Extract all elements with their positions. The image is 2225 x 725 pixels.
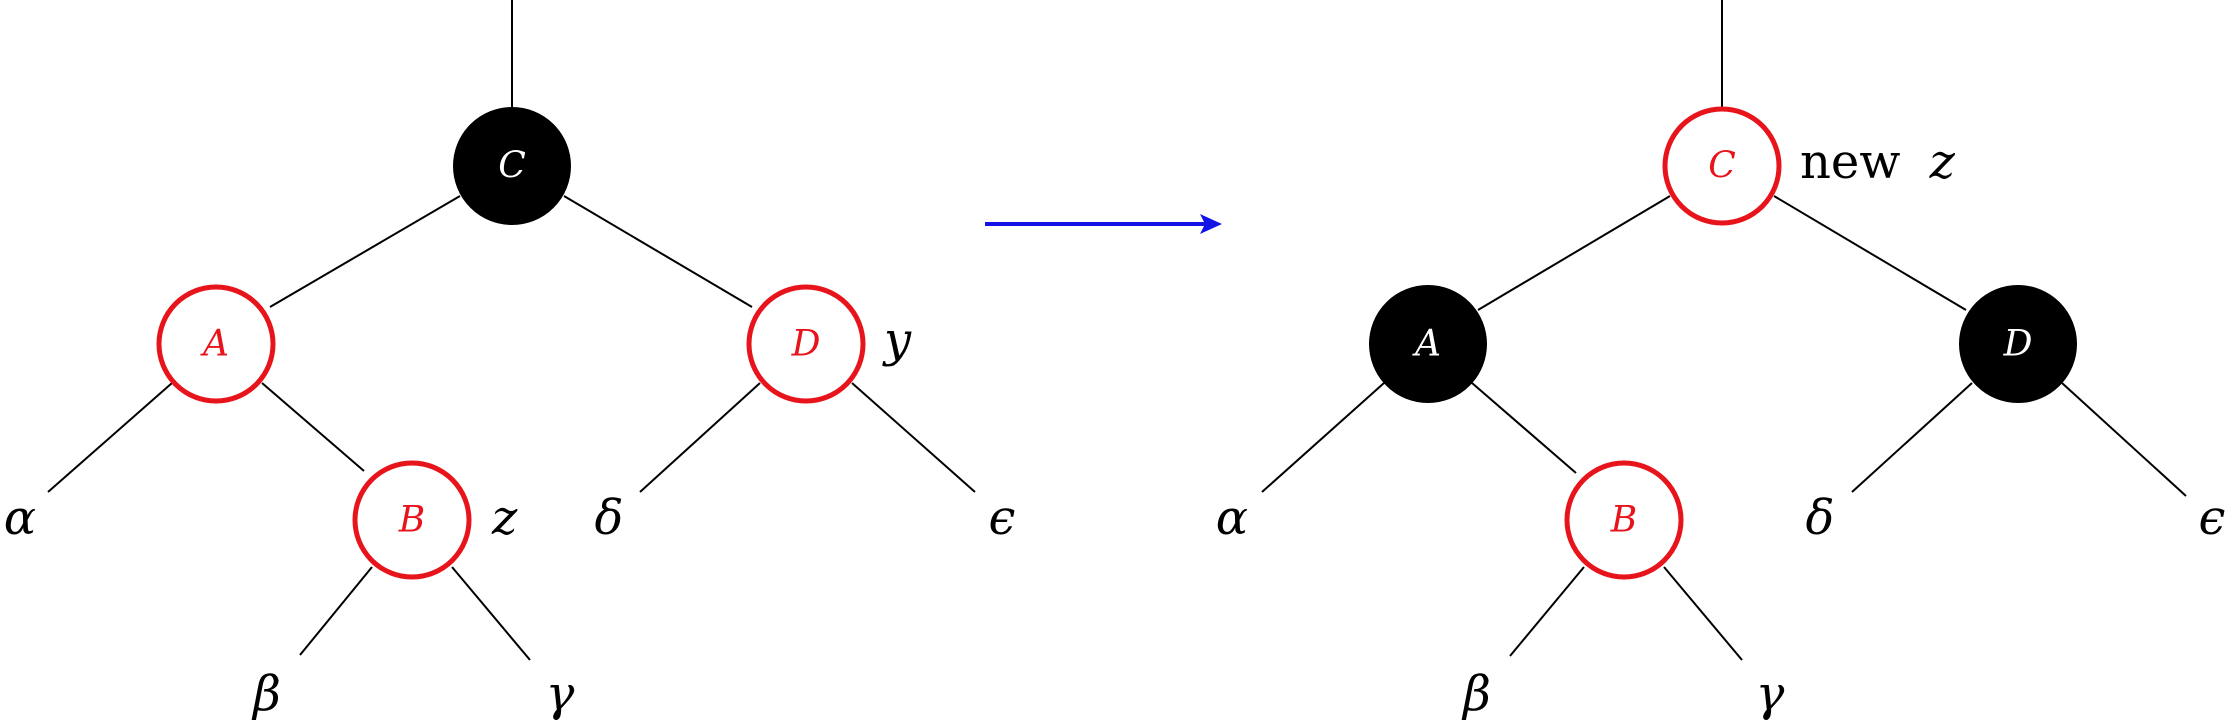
node-c-after: C [1662,106,1782,226]
annotation-new-z: new z [1800,134,1956,190]
tree-after: C A D B α β γ δ ϵ new z [1216,0,2225,722]
edge-d-to-delta [639,382,761,493]
annotation-z: z [491,490,518,546]
node-c: C [453,107,571,225]
node-a-after-label: A [1412,324,1441,365]
node-b-label: B [398,500,425,541]
node-d-after: D [1959,285,2077,403]
subtree-alpha-after: α [1216,490,1248,546]
subtree-gamma-after: γ [1756,666,1785,722]
subtree-delta: δ [595,490,624,546]
subtree-delta-after: δ [1806,490,1835,546]
arrow-right-icon [1200,214,1222,234]
subtree-alpha: α [4,490,36,546]
node-c-label: C [498,146,526,187]
subtree-gamma: γ [546,666,575,722]
annotation-new-word: new [1800,134,1900,190]
edge-b-to-gamma-after [1663,566,1743,661]
node-a: A [156,284,276,404]
annotation-y: y [882,312,912,368]
edge-c-to-d-after [1773,195,1967,311]
edge-a-to-b-after [1471,382,1577,474]
node-b: B [352,460,472,580]
node-b-after-label: B [1610,500,1637,541]
edge-d-to-epsilon-after [2061,382,2187,497]
edge-b-to-beta [299,566,373,656]
edge-c-to-d [563,195,753,308]
subtree-beta-after: β [1461,666,1491,722]
subtree-epsilon: ϵ [989,490,1016,546]
node-d: D [746,284,866,404]
edge-a-to-alpha [47,382,173,493]
node-c-after-label: C [1708,146,1736,187]
edge-d-to-epsilon [851,382,976,493]
node-a-after: A [1369,285,1487,403]
edge-d-to-delta-after [1851,382,1973,493]
subtree-beta: β [251,666,281,722]
node-a-label: A [200,324,229,365]
annotation-new-z-letter: z [1929,134,1956,190]
subtree-epsilon-after: ϵ [2199,490,2225,546]
edge-b-to-gamma [451,566,531,661]
edge-c-to-a [269,195,461,308]
node-d-label: D [791,324,821,365]
edge-a-to-b [261,382,365,472]
node-d-after-label: D [2003,324,2033,365]
node-b-after: B [1564,460,1684,580]
tree-before: C A D B α β γ δ ϵ y z [4,0,1016,722]
edge-c-to-a-after [1477,195,1671,311]
edge-b-to-beta-after [1509,566,1585,657]
edge-a-to-alpha-after [1261,382,1385,493]
transition-arrow [985,214,1222,234]
